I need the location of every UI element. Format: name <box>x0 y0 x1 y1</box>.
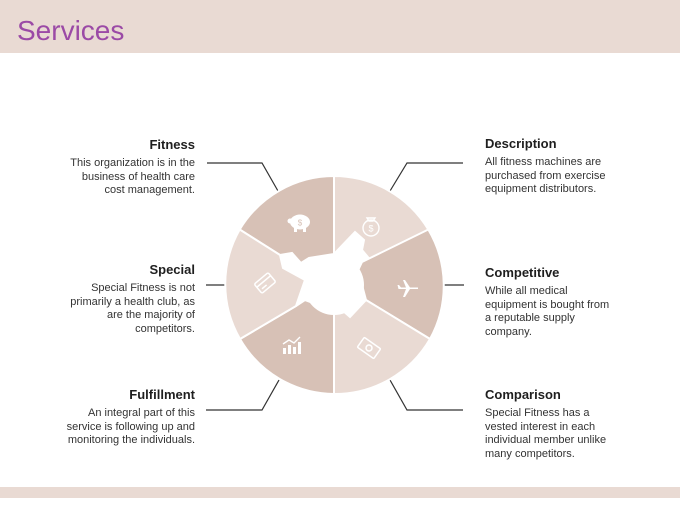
item-text: While all medical equipment is bought fr… <box>485 285 610 338</box>
item-text: Special Fitness is not primarily a healt… <box>70 282 195 335</box>
money-bag-icon: $ <box>362 217 380 237</box>
item-text: This organization is in the business of … <box>70 157 195 196</box>
header-band <box>0 0 680 53</box>
cash-icon <box>357 336 381 360</box>
segment-fitness <box>238 174 335 265</box>
item-competitive: Competitive While all medical equipment … <box>485 265 610 339</box>
airplane-icon <box>397 280 418 297</box>
connector-fulfillment <box>206 379 280 411</box>
item-heading: Description <box>485 136 557 151</box>
item-description: Description All fitness machines are pur… <box>485 136 615 197</box>
item-heading: Comparison <box>485 387 561 402</box>
credit-card-icon <box>254 272 276 294</box>
segment-special <box>224 228 307 341</box>
item-special: Special Special Fitness is not primarily… <box>70 262 195 336</box>
growth-chart-icon <box>282 336 301 354</box>
item-text: Special Fitness has a vested interest in… <box>485 407 607 460</box>
item-fitness: Fitness This organization is in the busi… <box>60 137 195 198</box>
svg-text:$: $ <box>298 219 303 228</box>
connector-comparison <box>389 379 463 411</box>
connector-fitness <box>207 162 279 192</box>
item-text: An integral part of this service is foll… <box>66 407 195 446</box>
svg-text:$: $ <box>368 224 373 234</box>
page-title: Services <box>17 15 125 46</box>
segment-fulfillment <box>238 298 335 396</box>
item-heading: Fitness <box>149 137 195 152</box>
connector-description <box>389 162 463 192</box>
item-heading: Special <box>149 262 195 277</box>
segment-competitive <box>351 228 445 341</box>
footer-band <box>0 487 680 498</box>
piggy-bank-icon: $ <box>287 214 310 232</box>
item-fulfillment: Fulfillment An integral part of this ser… <box>62 387 195 448</box>
item-heading: Fulfillment <box>129 387 195 402</box>
item-comparison: Comparison Special Fitness has a vested … <box>485 387 610 461</box>
wheel-center <box>304 255 364 315</box>
item-heading: Competitive <box>485 265 560 280</box>
item-text: All fitness machines are purchased from … <box>485 156 606 195</box>
